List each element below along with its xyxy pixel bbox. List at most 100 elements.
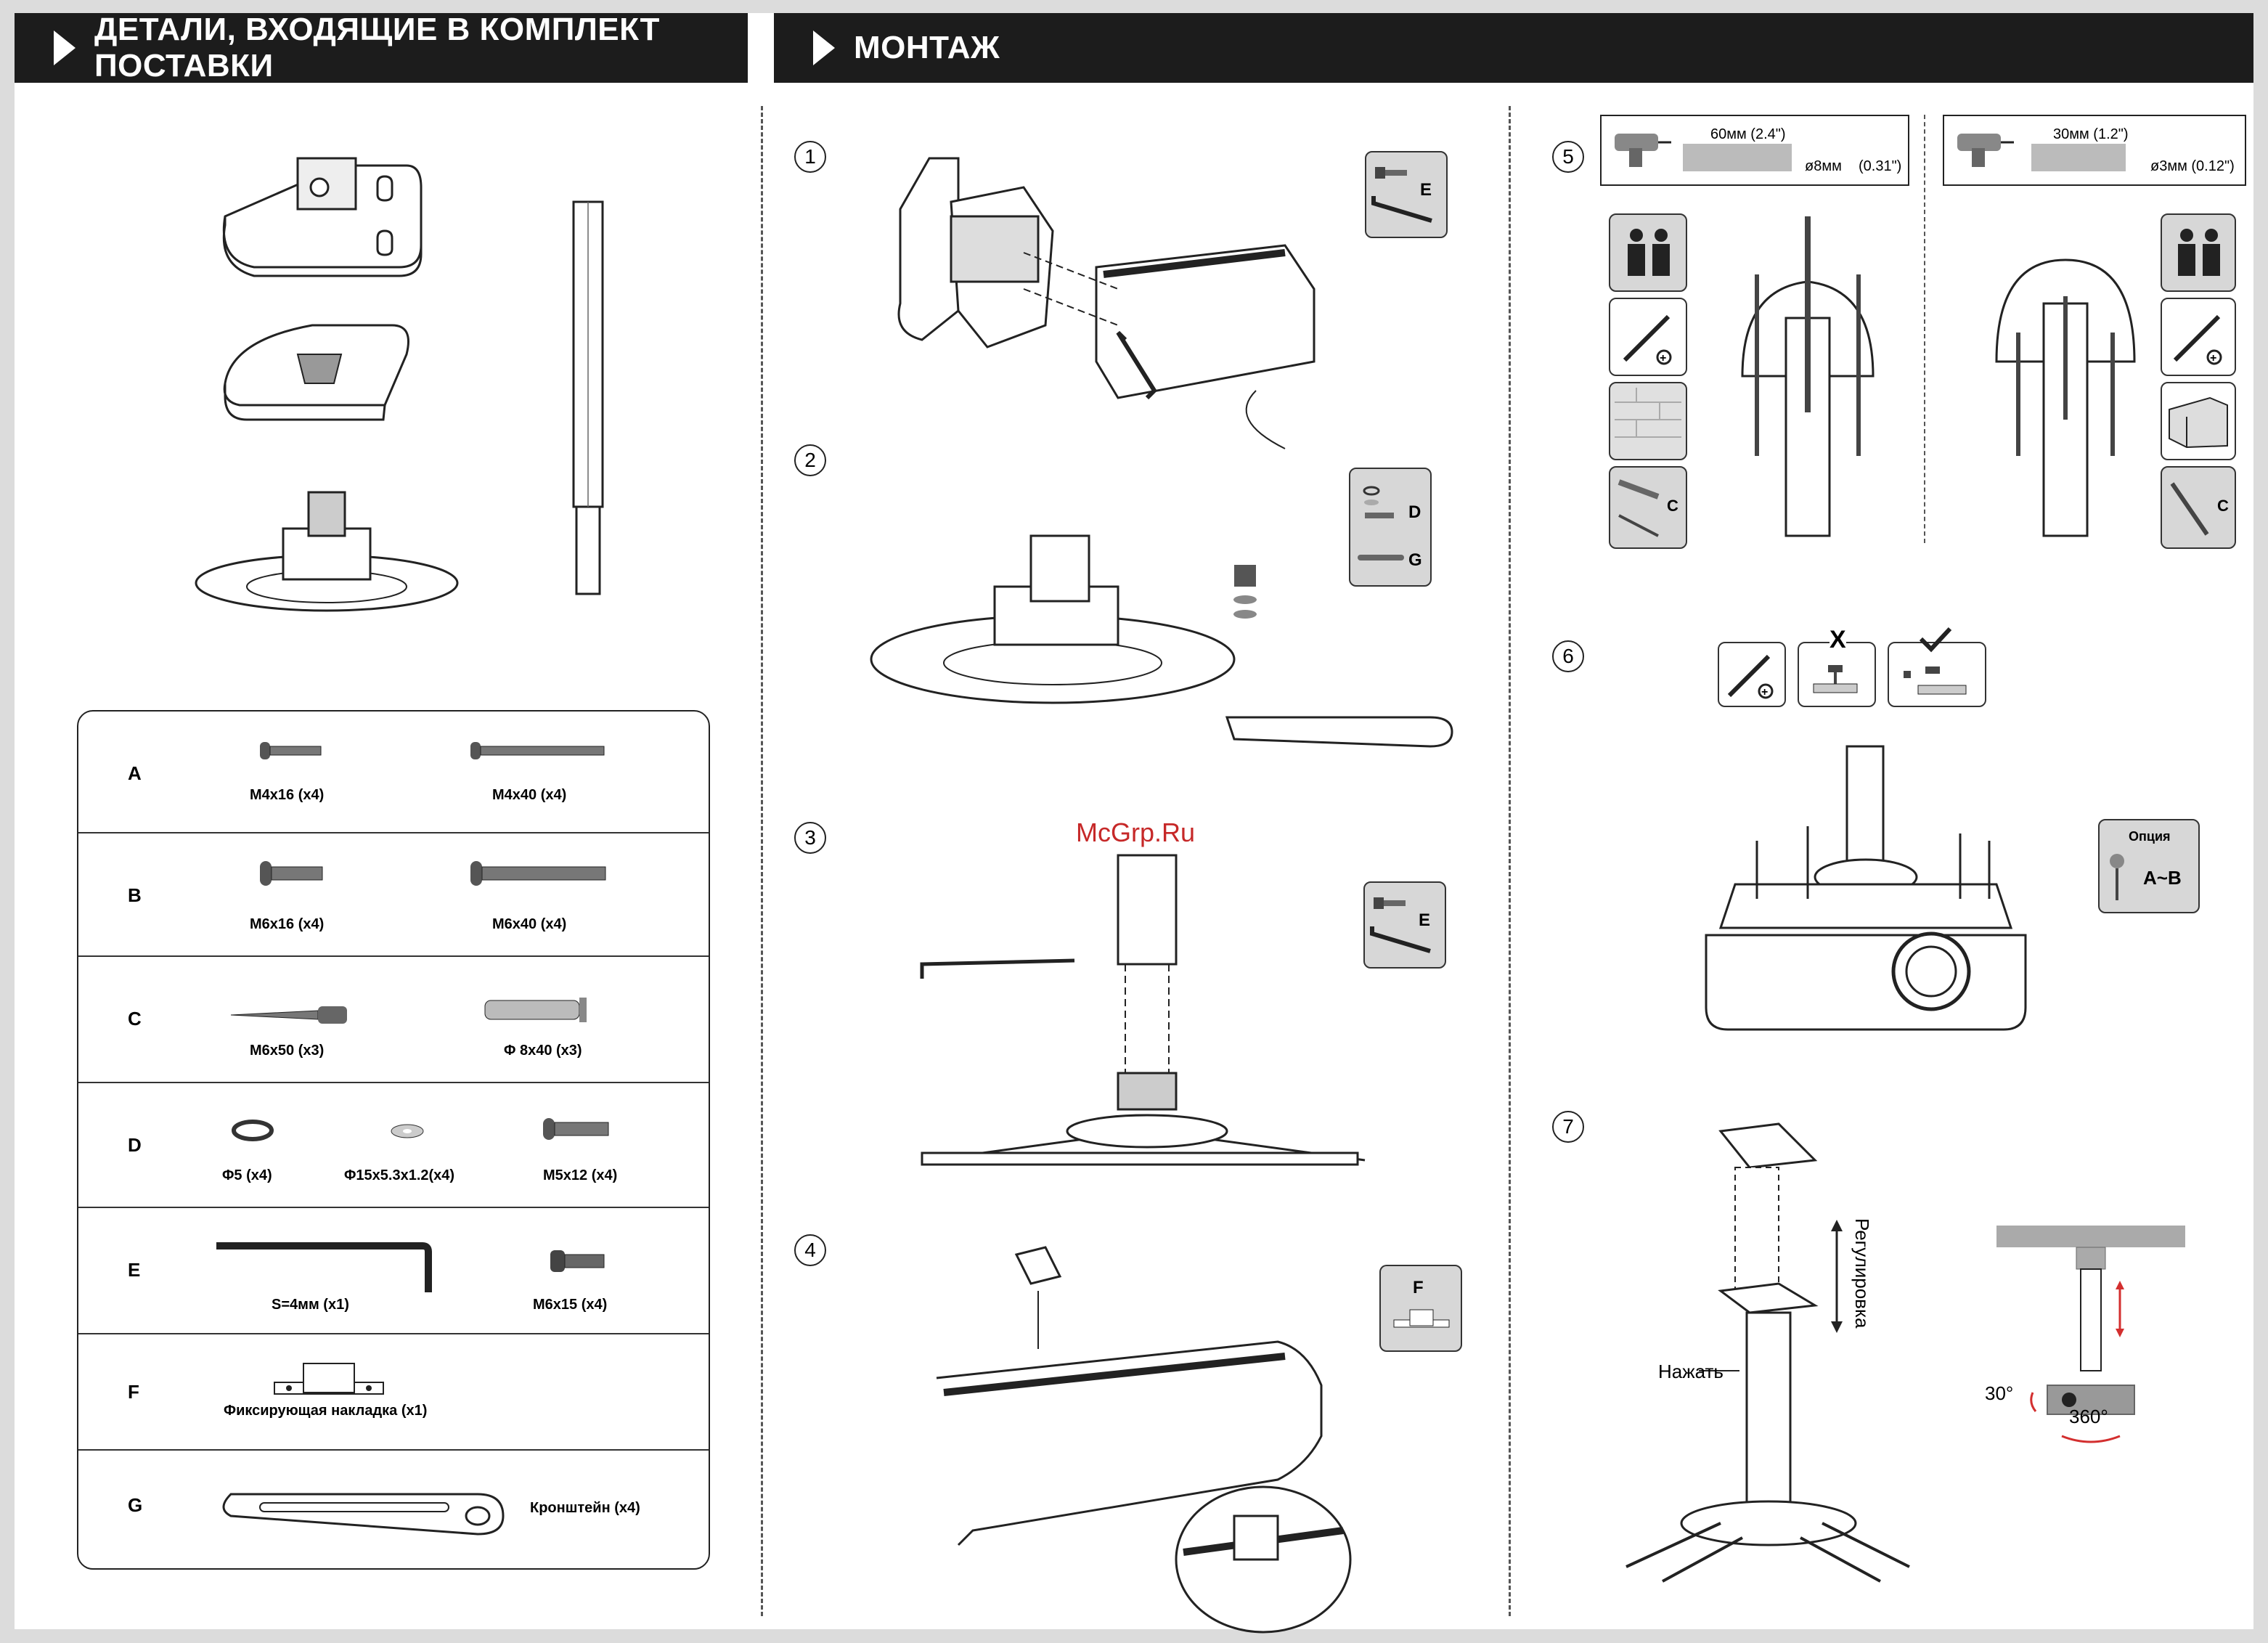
part-label: Φ 8x40 (x3): [504, 1043, 582, 1059]
drill-icon: [1957, 134, 2014, 167]
hex-key-icon: [1371, 196, 1432, 223]
part-label: M6x15 (x4): [533, 1297, 608, 1313]
part-label: M4x40 (x4): [492, 787, 567, 803]
drill-depth: 60мм (2.4"): [1710, 126, 1786, 142]
parts-letter: C: [128, 1008, 142, 1030]
parts-row-e: E S=4мм (x1) M6x15 (x4): [78, 1207, 709, 1334]
screwdriver-tile: +: [1609, 298, 1687, 376]
part-label: Φ15x5.3x1.2(x4): [344, 1167, 455, 1183]
part-label: M6x40 (x4): [492, 916, 567, 932]
bracket-arm-icon: [222, 1493, 505, 1536]
parts-letter: F: [128, 1381, 139, 1403]
tag-letter: G: [1408, 550, 1422, 570]
step-number: 1: [794, 141, 826, 173]
phillips-screw-icon: [2110, 854, 2124, 900]
parts-letter: G: [128, 1494, 143, 1516]
part-label: M4x16 (x4): [250, 787, 325, 803]
two-persons-tile: [2161, 213, 2236, 292]
step4-tag: F: [1379, 1265, 1462, 1352]
screwdriver-plus-icon: +: [2173, 314, 2222, 365]
step-number: 4: [794, 1234, 826, 1266]
anchor-screw-tile: C: [1609, 466, 1687, 549]
arrow-right-icon: [813, 30, 835, 65]
drill-depth: 30мм (1.2"): [2053, 126, 2129, 142]
tag-letter: E: [1420, 180, 1432, 200]
adjust-arrow-icon: [1831, 1220, 1843, 1333]
part-label: M6x16 (x4): [250, 916, 325, 932]
drill-slot: [1683, 144, 1792, 171]
hex-key-icon: [216, 1242, 432, 1292]
step1-drawing: [897, 157, 1315, 449]
parts-letter: D: [128, 1134, 142, 1156]
drill-diameter-inch: (0.31"): [1859, 158, 1902, 174]
loose-screw-icon: [1813, 665, 1858, 693]
step3-drawing: [920, 854, 1366, 1166]
screw-m6x16-icon: [260, 861, 323, 886]
fixing-plate-icon: [1393, 1309, 1450, 1328]
step2-drawing: [870, 534, 1453, 748]
svg-text:+: +: [1761, 686, 1768, 698]
parts-header-title: ДЕТАЛИ, ВХОДЯЩИЕ В КОМПЛЕКТ ПОСТАВКИ: [94, 12, 660, 83]
part-label: S=4мм (x1): [272, 1297, 349, 1313]
triangle-cover-drawing: [223, 324, 409, 421]
tag-letter: C: [2217, 497, 2229, 515]
step5-wood-mount-drawing: [1995, 258, 2136, 537]
step-number: 3: [794, 822, 826, 854]
two-persons-tile: [1609, 213, 1687, 292]
step1-tag: E: [1365, 151, 1448, 238]
parts-row-g: G Кронштейн (x4): [78, 1449, 709, 1570]
step-number: 7: [1552, 1111, 1584, 1143]
tag-letter: C: [1667, 497, 1678, 515]
parts-row-b: B M6x16 (x4) M6x40 (x4): [78, 832, 709, 957]
part-label: Φ5 (x4): [222, 1167, 272, 1183]
step3-tag: E: [1363, 881, 1446, 969]
wall-anchor-icon: [484, 998, 587, 1022]
wrong-mark: X: [1830, 626, 1846, 654]
parts-row-c: C M6x50 (x3) Φ 8x40 (x3): [78, 955, 709, 1083]
parts-row-d: D Φ5 (x4) Φ15x5.3x1.2(x4) M5x12 (x4): [78, 1082, 709, 1208]
adjust-label: Регулировка: [1851, 1218, 1873, 1329]
tag-letter: E: [1419, 910, 1431, 930]
part-label: M5x12 (x4): [543, 1167, 618, 1183]
extension-pole-drawing: [572, 200, 604, 595]
wood-beam-icon: [2169, 396, 2228, 449]
watermark: McGrp.Ru: [1076, 818, 1196, 847]
parts-header: ДЕТАЛИ, ВХОДЯЩИЕ В КОМПЛЕКТ ПОСТАВКИ: [15, 12, 748, 83]
step-number: 5: [1552, 141, 1584, 173]
tag-letter: F: [1413, 1278, 1424, 1297]
mount-header-title: МОНТАЖ: [854, 30, 1000, 65]
arrow-right-icon: [54, 30, 76, 65]
tag-letter: D: [1408, 502, 1421, 522]
wrong-install-tile: X: [1798, 626, 1876, 707]
step2-tag: D G: [1349, 468, 1432, 587]
drill-diameter: ø3мм (0.12"): [2150, 158, 2235, 174]
fixing-plate-icon: [274, 1363, 384, 1395]
drill-diameter: ø8мм: [1805, 158, 1842, 174]
bracket-arm-icon: [1358, 555, 1404, 560]
parts-letter: A: [128, 762, 142, 784]
step-number: 6: [1552, 640, 1584, 672]
socket-screw-icon: [550, 1250, 605, 1272]
screw-m4x40-icon: [470, 742, 605, 759]
step4-drawing: [936, 1246, 1352, 1634]
step7-assembly-drawing: [1625, 1122, 1910, 1583]
tilt-label: 30°: [1985, 1382, 2014, 1404]
column-divider: [1924, 115, 1925, 543]
press-label: Нажать: [1658, 1361, 1724, 1382]
parts-row-a: A M4x16 (x4) M4x40 (x4): [78, 712, 709, 832]
tight-screw-icon: [1904, 666, 1967, 695]
wall-plate-drawing: [222, 157, 423, 277]
brick-wall-icon: [1615, 388, 1681, 438]
step-number: 2: [794, 444, 826, 476]
parts-table: A M4x16 (x4) M4x40 (x4) B M6x16 (x4) M6x…: [77, 710, 710, 1570]
two-persons-icon: [1628, 229, 1670, 276]
column-divider: [761, 106, 763, 1616]
screw-m5x12-icon: [543, 1118, 609, 1140]
wood-screw-icon: [2170, 482, 2209, 536]
brick-wall-tile: [1609, 382, 1687, 460]
drill-spec-right: 30мм (1.2") ø3мм (0.12"): [1943, 115, 2246, 186]
parts-letter: E: [128, 1259, 141, 1281]
mounting-flange-drawing: [195, 491, 459, 612]
two-persons-icon: [2178, 229, 2220, 276]
svg-text:+: +: [1660, 352, 1666, 364]
